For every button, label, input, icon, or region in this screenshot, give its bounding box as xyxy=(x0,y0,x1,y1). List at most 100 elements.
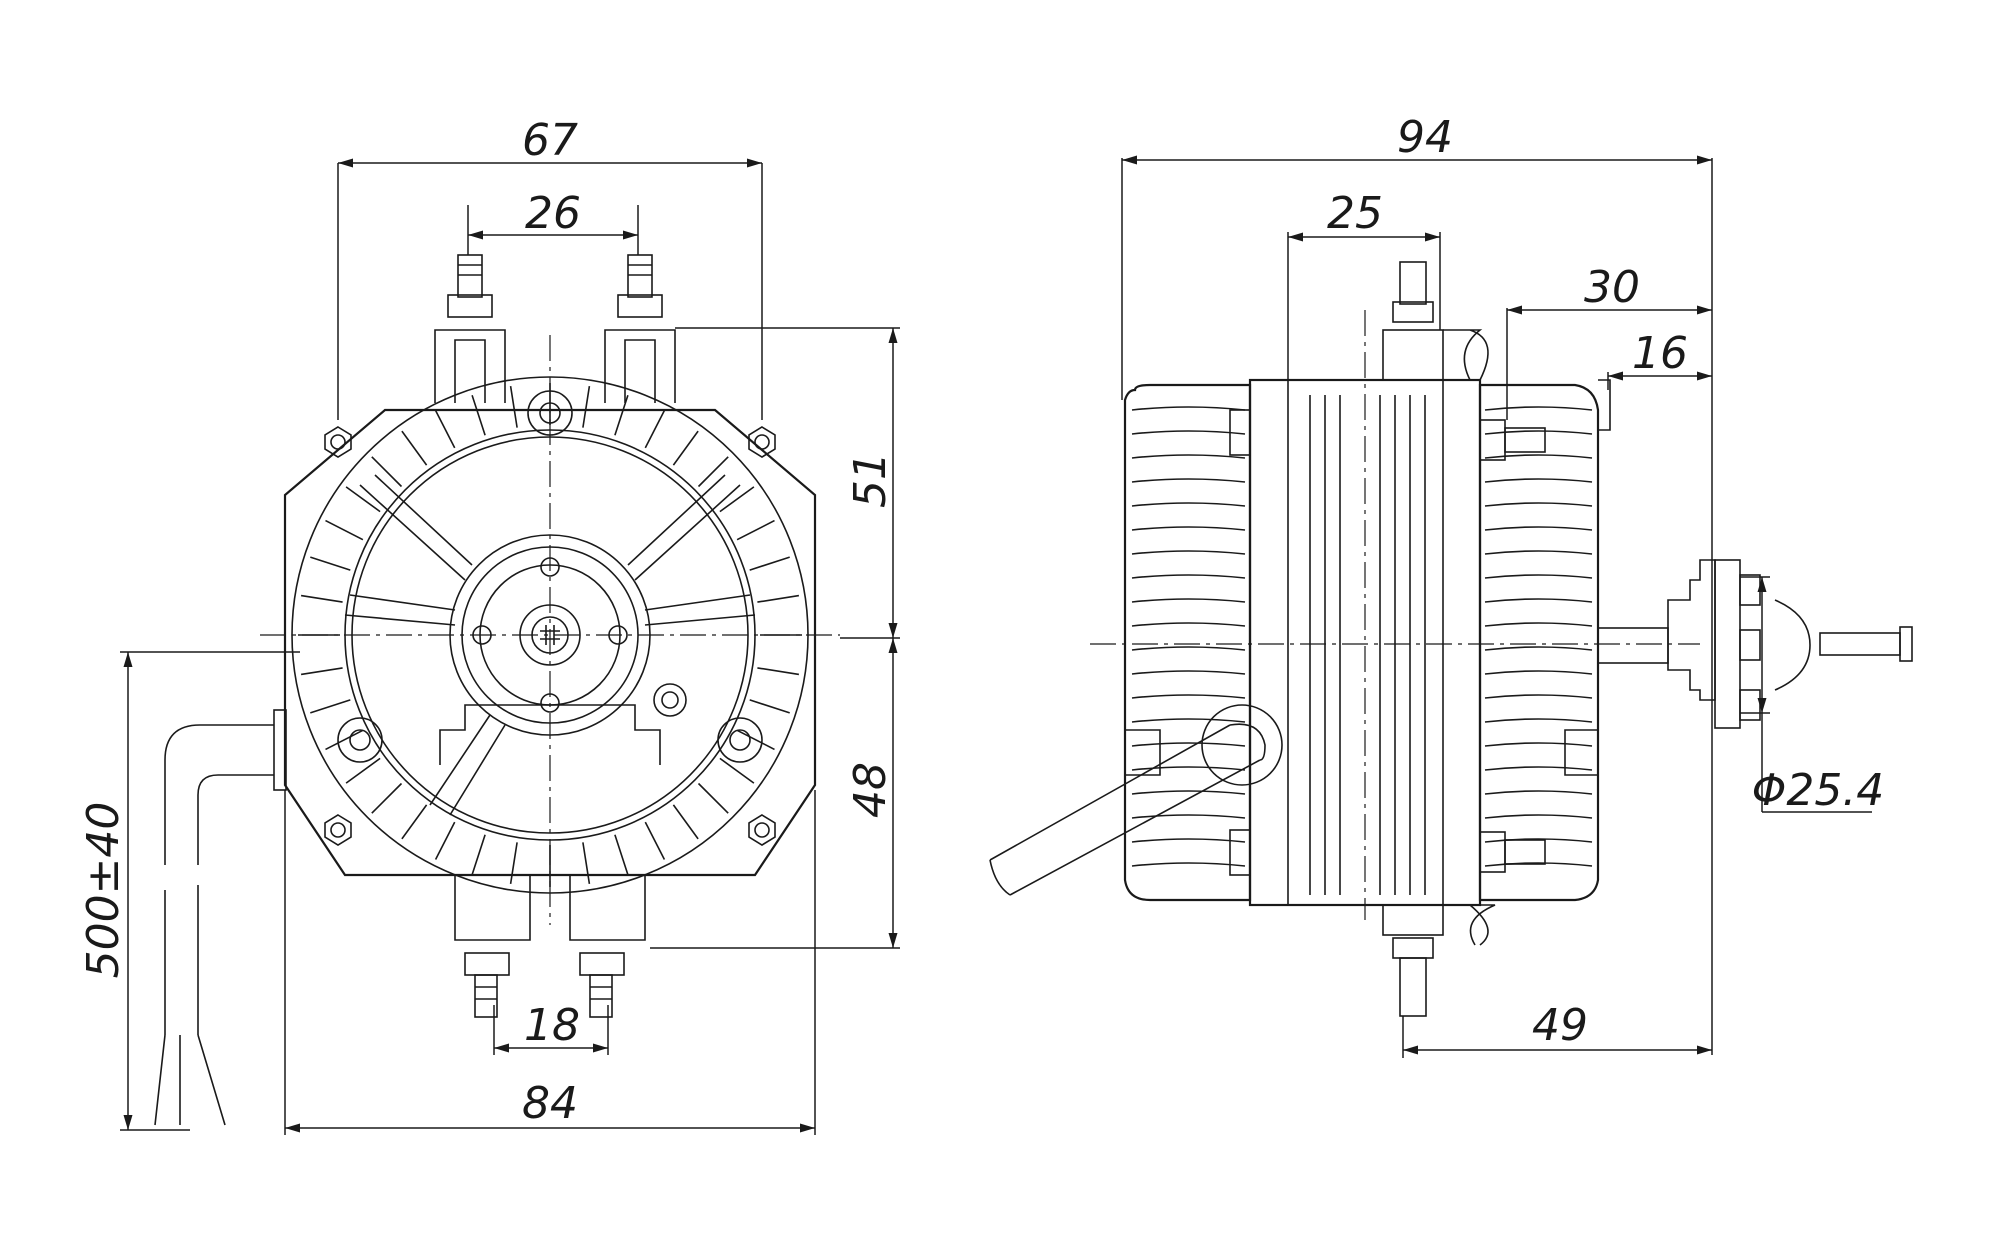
cooling-fin xyxy=(697,456,729,488)
cooling-fin xyxy=(644,410,666,449)
top-terminals xyxy=(434,254,676,403)
side-view xyxy=(989,261,1913,1017)
cooling-fin xyxy=(300,667,343,676)
cooling-fin xyxy=(736,519,775,541)
side-fin xyxy=(1131,598,1246,603)
side-fin xyxy=(1131,574,1246,579)
cooling-fin xyxy=(471,395,486,436)
front-view xyxy=(154,254,840,1126)
dim-500-40: 500±40 xyxy=(78,802,129,979)
cooling-fin xyxy=(614,395,629,436)
dim-25: 25 xyxy=(1327,188,1383,239)
side-fin xyxy=(1484,574,1593,579)
side-fin xyxy=(1484,406,1593,411)
side-fin xyxy=(1484,790,1593,795)
cooling-fin xyxy=(471,834,486,875)
dim-48: 48 xyxy=(845,762,896,818)
side-fin xyxy=(1484,454,1593,459)
cooling-fin xyxy=(672,430,699,466)
side-fin xyxy=(1131,766,1246,771)
side-fin xyxy=(1484,766,1593,771)
side-fin xyxy=(1484,430,1593,435)
side-fin xyxy=(1484,550,1593,555)
cooling-fin xyxy=(672,804,699,840)
side-fin xyxy=(1484,742,1593,747)
side-fin xyxy=(1131,646,1246,651)
corner-mount-holes xyxy=(324,426,776,846)
side-fin xyxy=(1131,454,1246,459)
cooling-fin xyxy=(757,594,800,603)
cooling-fin xyxy=(300,594,343,603)
cooling-fin xyxy=(371,782,403,814)
side-fin xyxy=(1131,502,1246,507)
side-fins xyxy=(1131,406,1593,867)
side-fin xyxy=(1131,694,1246,699)
cooling-fin xyxy=(757,667,800,676)
side-fin xyxy=(1484,862,1593,867)
side-fin xyxy=(1131,670,1246,675)
side-fin xyxy=(1484,694,1593,699)
side-fin xyxy=(1131,838,1246,843)
front-cable xyxy=(154,709,287,1126)
side-cable xyxy=(989,704,1283,896)
dim-49: 49 xyxy=(1532,1000,1588,1051)
side-right-housing xyxy=(1478,383,1600,902)
side-screws xyxy=(1229,409,1546,876)
cooling-fin xyxy=(614,834,629,875)
side-fin xyxy=(1131,742,1246,747)
cooling-fin xyxy=(401,430,428,466)
side-fin xyxy=(1131,430,1246,435)
cooling-fin xyxy=(371,456,403,488)
side-fin xyxy=(1484,718,1593,723)
side-fin xyxy=(1484,502,1593,507)
dim-94: 94 xyxy=(1397,112,1453,163)
side-fin xyxy=(1484,478,1593,483)
dim-51: 51 xyxy=(845,452,896,508)
side-fin xyxy=(1131,622,1246,627)
dim-phi-25-4: Φ25.4 xyxy=(1752,765,1885,816)
cooling-fin xyxy=(582,385,591,428)
side-fin xyxy=(1484,622,1593,627)
cooling-fin xyxy=(310,556,351,571)
cooling-fin xyxy=(401,804,428,840)
cooling-fin xyxy=(325,729,364,751)
cooling-fin xyxy=(582,842,591,885)
side-fin xyxy=(1131,862,1246,867)
side-fin xyxy=(1131,526,1246,531)
side-fin xyxy=(1131,478,1246,483)
bottom-terminals xyxy=(454,875,646,1018)
side-fin xyxy=(1484,838,1593,843)
side-left-housing xyxy=(1123,383,1252,902)
cooling-fin xyxy=(345,486,381,513)
side-fin xyxy=(1484,646,1593,651)
cooling-fin xyxy=(509,842,518,885)
cooling-fin xyxy=(719,486,755,513)
side-fin xyxy=(1484,526,1593,531)
side-fin xyxy=(1484,814,1593,819)
cooling-fin xyxy=(697,782,729,814)
cooling-fin xyxy=(434,410,456,449)
side-fin xyxy=(1131,814,1246,819)
dim-26: 26 xyxy=(525,188,581,239)
cooling-fin xyxy=(644,821,666,860)
side-fin xyxy=(1484,670,1593,675)
cooling-fin xyxy=(345,757,381,784)
side-fin xyxy=(1131,550,1246,555)
cooling-fin xyxy=(325,519,364,541)
cooling-fin xyxy=(749,699,790,714)
side-fin xyxy=(1131,406,1246,411)
cooling-fin xyxy=(434,821,456,860)
dim-30: 30 xyxy=(1584,262,1640,313)
cooling-fin xyxy=(736,729,775,751)
side-top-terminal xyxy=(1382,261,1489,381)
side-bottom-terminal xyxy=(1382,904,1496,1017)
dimensions: 67 26 51 48 18 84 500±40 94 xyxy=(78,112,1884,1135)
side-fin xyxy=(1484,598,1593,603)
side-fin xyxy=(1131,718,1246,723)
dim-84: 84 xyxy=(522,1078,578,1129)
cooling-fin xyxy=(310,699,351,714)
cooling-fin xyxy=(749,556,790,571)
dim-18: 18 xyxy=(524,1000,580,1051)
dim-67: 67 xyxy=(522,115,578,166)
